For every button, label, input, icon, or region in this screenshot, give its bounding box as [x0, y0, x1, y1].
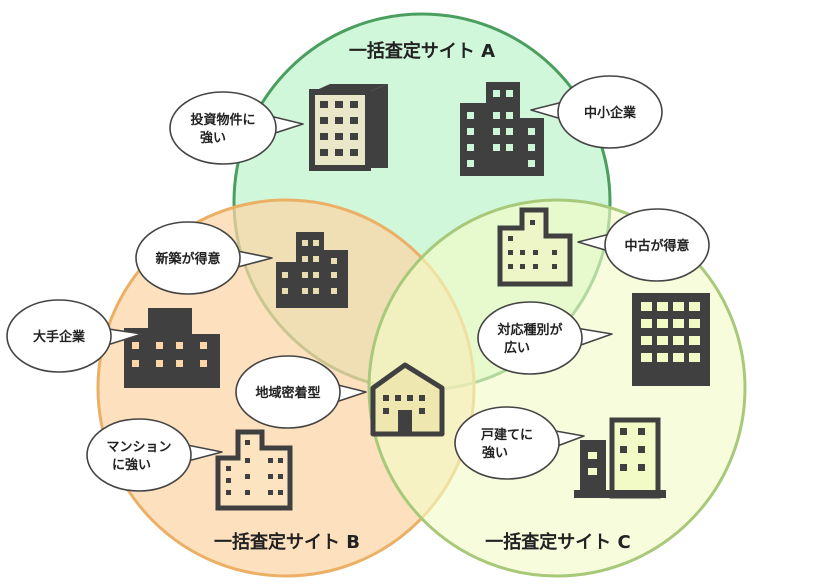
svg-text:強い: 強い: [200, 130, 226, 146]
svg-text:投資物件に: 投資物件に: [190, 112, 255, 128]
svg-text:に強い: に強い: [112, 457, 151, 473]
detached-building-icon: [574, 417, 666, 499]
svg-text:対応種別が: 対応種別が: [496, 322, 562, 338]
bubble-wide-types-line1: 対応種別が: [496, 322, 562, 338]
site-a-title: 一括査定サイト A: [349, 40, 495, 62]
speech-bubble-new-build: 新築が得意: [135, 221, 273, 295]
bubble-new-build-text: 新築が得意: [155, 251, 220, 267]
mansion-building-icon: [215, 429, 293, 511]
svg-text:マンション: マンション: [106, 440, 171, 455]
svg-text:強い: 強い: [482, 445, 508, 461]
bubble-detached-line2: 強い: [482, 445, 508, 461]
bubble-local-text: 地域密着型: [255, 385, 320, 401]
svg-text:戸建てに: 戸建てに: [481, 427, 533, 443]
speech-bubble-investment: 投資物件に 強い: [169, 91, 304, 165]
bubble-wide-types-line2: 広い: [504, 340, 530, 356]
corporate-building-icon: [124, 308, 220, 388]
speech-bubble-small-business: 中小企業: [530, 75, 663, 149]
bubble-small-business-text: 中小企業: [584, 105, 637, 121]
stepped-building-icon: [460, 82, 544, 176]
apartment-block-icon: [276, 232, 348, 308]
office-tower-icon: [309, 84, 388, 171]
site-b-title: 一括査定サイト B: [214, 531, 360, 553]
bubble-investment-line2: 強い: [200, 130, 226, 146]
speech-bubble-large-company: 大手企業: [6, 299, 143, 373]
bubble-detached-line1: 戸建てに: [481, 427, 533, 443]
speech-bubble-used: 中古が得意: [577, 208, 710, 282]
speech-bubble-wide-types: 対応種別が 広い: [477, 301, 613, 375]
bubble-mansion-line2: に強い: [112, 457, 151, 473]
outlined-building-icon: [497, 207, 573, 287]
svg-text:広い: 広い: [504, 340, 530, 356]
bubble-used-text: 中古が得意: [624, 238, 689, 254]
site-c-title: 一括査定サイト C: [485, 531, 630, 553]
house-icon: [370, 362, 445, 437]
bubble-investment-line1: 投資物件に: [190, 112, 255, 128]
bubble-large-company-text: 大手企業: [33, 329, 86, 345]
speech-bubble-detached: 戸建てに 強い: [454, 406, 585, 480]
speech-bubble-local: 地域密着型: [235, 355, 367, 429]
bubble-mansion-line1: マンション: [106, 440, 171, 455]
tall-tower-icon: [632, 293, 710, 386]
speech-bubble-mansion: マンション に強い: [86, 418, 223, 492]
